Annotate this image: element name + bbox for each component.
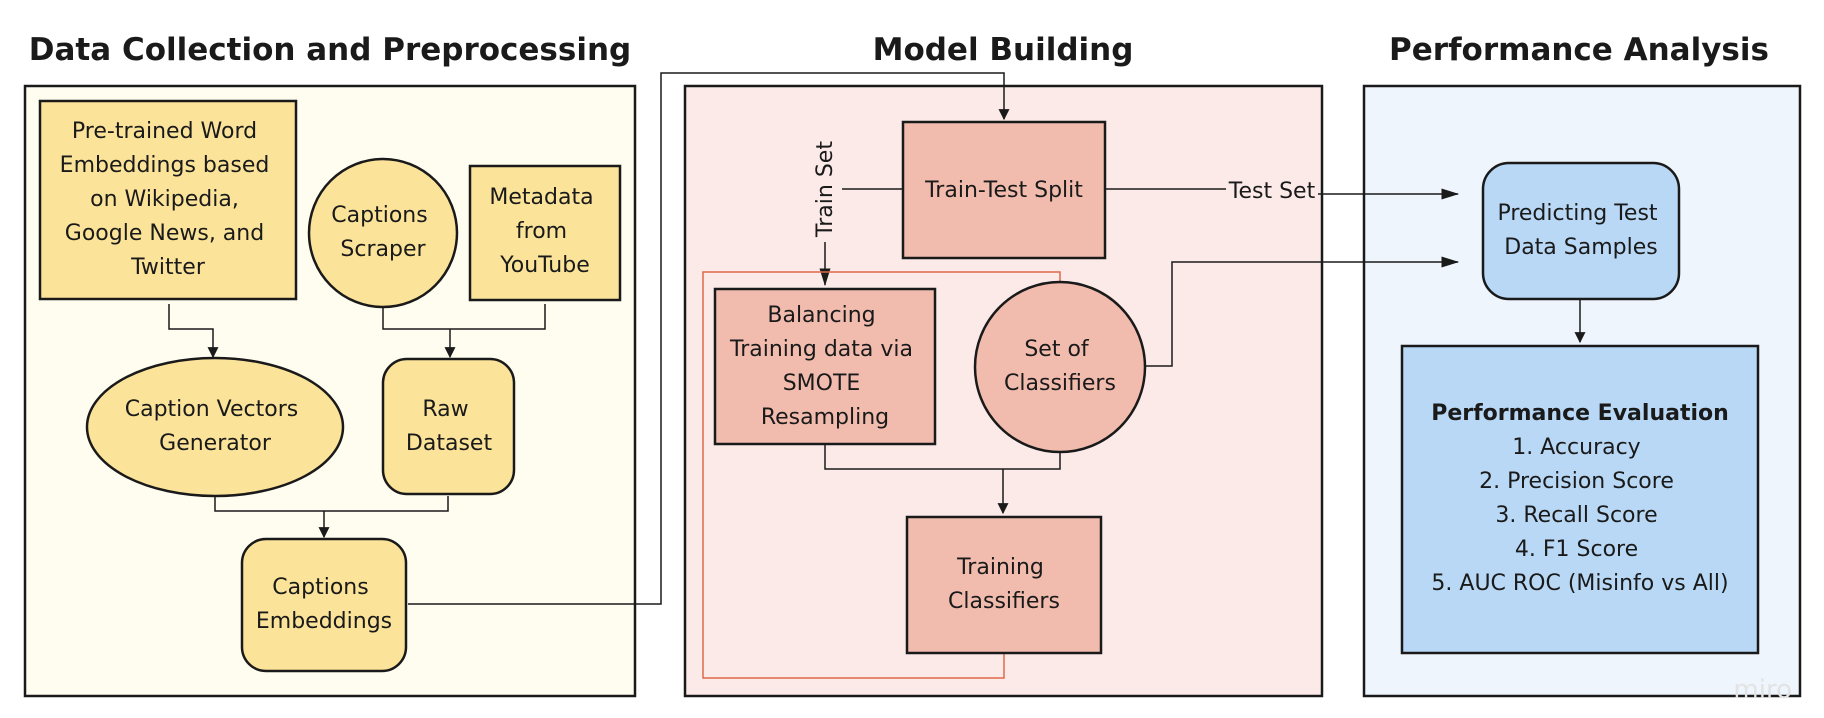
metric-item: 5. AUC ROC (Misinfo vs All) <box>1431 571 1728 596</box>
node-performance-evaluation <box>1400 344 1760 655</box>
train-set-label: Train Set <box>813 141 838 238</box>
node-set-of-classifiers-label: Set of Classifiers <box>1004 337 1116 396</box>
edge-training-loop <box>702 271 1066 679</box>
test-set-label: Test Set <box>1228 179 1316 204</box>
metric-item: 4. F1 Score <box>1515 537 1638 562</box>
metric-item: 3. Recall Score <box>1495 503 1657 528</box>
node-pretrained-embeddings-label: Pre-trained Word Embeddings based on Wik… <box>60 119 277 280</box>
metric-item: 2. Precision Score <box>1479 469 1674 494</box>
node-predicting-test-data-label: Predicting Test Data Samples <box>1497 201 1664 260</box>
node-train-test-split-label: Train-Test Split <box>924 178 1083 203</box>
node-predicting-test-data <box>1481 161 1681 301</box>
performance-evaluation-list: 1. Accuracy 2. Precision Score 3. Recall… <box>1431 435 1728 596</box>
train-set-label-bg <box>810 136 842 242</box>
node-raw-dataset-label: Raw Dataset <box>406 397 493 456</box>
node-caption-vectors-generator-label: Caption Vectors Generator <box>125 397 306 456</box>
edge-pretrained-to-vectors <box>168 304 219 359</box>
edge-vectors-raw-join <box>214 496 449 512</box>
edge-classifiers-to-predicting <box>1145 256 1460 367</box>
node-training-classifiers-label: Training Classifiers <box>948 555 1060 614</box>
node-raw-dataset <box>381 357 516 496</box>
node-captions-scraper <box>307 157 459 309</box>
node-captions-embeddings-label: Captions Embeddings <box>256 575 392 634</box>
edge-embeddings-to-split <box>408 72 1010 605</box>
edge-scraper-metadata-join <box>382 304 546 330</box>
node-captions-embeddings <box>240 537 408 673</box>
node-metadata-youtube-label: Metadata from YouTube <box>489 185 600 278</box>
section-title-performance-analysis: Performance Analysis <box>1389 32 1769 68</box>
section-title-model-building: Model Building <box>873 32 1134 68</box>
node-balancing-smote-label: Balancing Training data via SMOTE Resamp… <box>729 303 920 430</box>
node-set-of-classifiers <box>973 280 1147 454</box>
edge-balancing-classifiers-join <box>824 443 1061 470</box>
node-balancing-smote <box>713 287 937 446</box>
node-train-test-split <box>901 120 1107 260</box>
node-caption-vectors-generator <box>85 356 345 498</box>
metric-item: 1. Accuracy <box>1512 435 1640 460</box>
node-pretrained-embeddings <box>38 99 298 301</box>
section-title-data-collection: Data Collection and Preprocessing <box>29 32 631 68</box>
node-metadata-youtube <box>468 164 622 302</box>
node-captions-scraper-label: Captions Scraper <box>331 203 434 262</box>
performance-evaluation-title: Performance Evaluation <box>1431 401 1729 426</box>
miro-watermark: miro <box>1733 675 1792 705</box>
node-training-classifiers <box>905 515 1103 655</box>
